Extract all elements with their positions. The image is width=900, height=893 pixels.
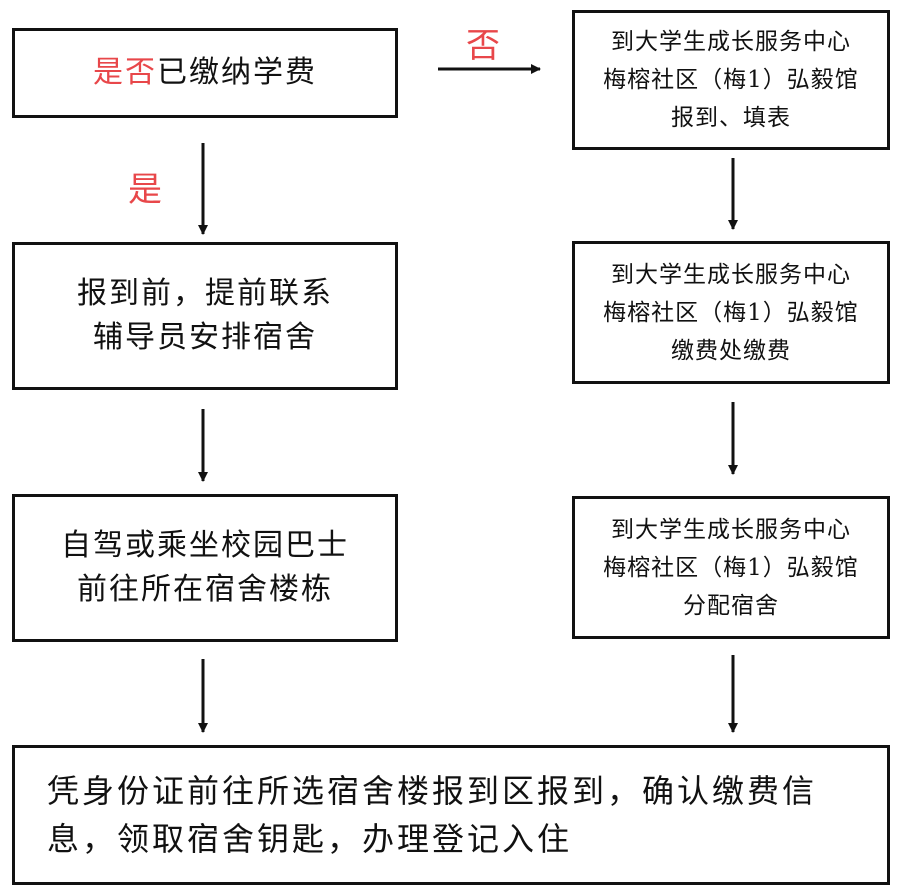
start-question-rest: 已缴纳学费 xyxy=(157,55,317,90)
start-question-text: 是否已缴纳学费 xyxy=(93,51,317,95)
right-step-2-text: 到大学生成长服务中心 梅榕社区（梅1）弘毅馆 缴费处缴费 xyxy=(603,261,859,364)
right-step-1-box: 到大学生成长服务中心 梅榕社区（梅1）弘毅馆 报到、填表 xyxy=(572,10,890,150)
start-question-box: 是否已缴纳学费 xyxy=(12,28,398,118)
left-step-2-box: 自驾或乘坐校园巴士 前往所在宿舍楼栋 xyxy=(12,494,398,642)
right-step-3-text: 到大学生成长服务中心 梅榕社区（梅1）弘毅馆 分配宿舍 xyxy=(603,516,859,619)
label-no: 否 xyxy=(466,26,500,66)
label-yes: 是 xyxy=(128,170,162,210)
right-step-1-text: 到大学生成长服务中心 梅榕社区（梅1）弘毅馆 报到、填表 xyxy=(603,29,859,131)
right-step-3-box: 到大学生成长服务中心 梅榕社区（梅1）弘毅馆 分配宿舍 xyxy=(572,496,890,639)
start-question-highlight: 是否 xyxy=(93,55,157,90)
final-step-box: 凭身份证前往所选宿舍楼报到区报到，确认缴费信 息，领取宿舍钥匙，办理登记入住 xyxy=(12,745,890,885)
left-step-2-text: 自驾或乘坐校园巴士 前往所在宿舍楼栋 xyxy=(61,528,349,607)
right-step-2-box: 到大学生成长服务中心 梅榕社区（梅1）弘毅馆 缴费处缴费 xyxy=(572,241,890,384)
left-step-1-box: 报到前，提前联系 辅导员安排宿舍 xyxy=(12,242,398,390)
left-step-1-text: 报到前，提前联系 辅导员安排宿舍 xyxy=(77,276,333,355)
final-step-text: 凭身份证前往所选宿舍楼报到区报到，确认缴费信 息，领取宿舍钥匙，办理登记入住 xyxy=(47,772,818,858)
